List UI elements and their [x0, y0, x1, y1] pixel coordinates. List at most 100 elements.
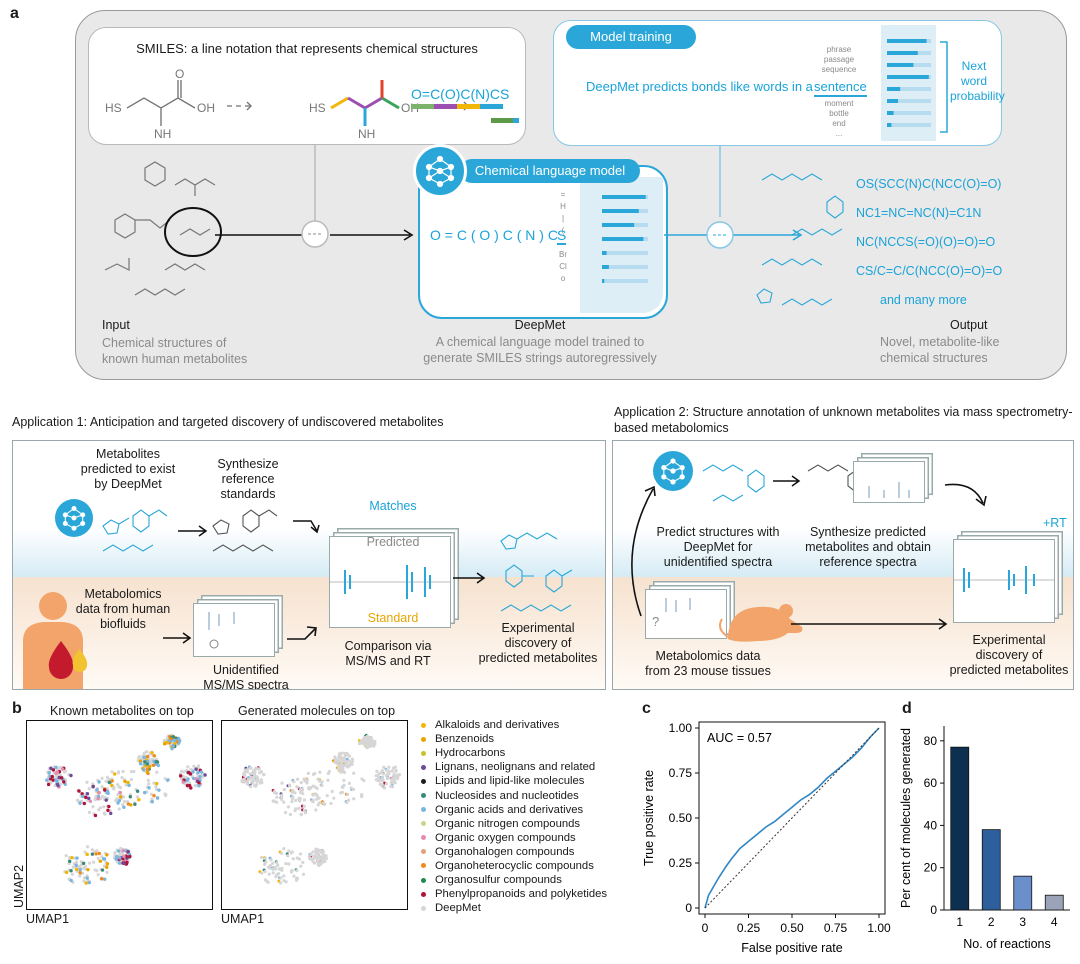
- umap-point-known: [84, 881, 88, 885]
- umap-point-deepmet: [100, 794, 104, 799]
- legend-item: Organic oxygen compounds: [421, 831, 641, 845]
- roc-ylabel: True positive rate: [642, 770, 656, 866]
- umap-point-deepmet: [359, 739, 363, 743]
- umap-point-known: [137, 798, 141, 802]
- umap-point-deepmet: [278, 881, 283, 885]
- umap-point-deepmet: [298, 852, 303, 856]
- legend-label: Lipids and lipid-like molecules: [435, 775, 585, 788]
- roc-auc-annotation: AUC = 0.57: [707, 731, 772, 745]
- deepmet-desc: A chemical language model trained to gen…: [423, 335, 657, 365]
- next-word-bar-bg: [887, 123, 931, 127]
- legend-swatch: [421, 793, 426, 799]
- umap-point-deepmet: [142, 752, 146, 756]
- umap-point-deepmet: [291, 857, 295, 861]
- umap-point-known: [105, 865, 109, 869]
- umap-point-deepmet: [312, 856, 316, 860]
- umap-point-deepmet: [342, 770, 347, 775]
- panel-a-label: a: [10, 5, 19, 22]
- umap-point-deepmet: [252, 778, 256, 783]
- clm-bar: [602, 251, 607, 255]
- sentence-prefix: DeepMet predicts bonds like words in a: [586, 79, 813, 94]
- input-caption: Input Chemical structures of known human…: [102, 318, 262, 367]
- umap-point-deepmet: [98, 797, 103, 801]
- umap-point-known: [185, 778, 190, 782]
- umap-point-known: [85, 876, 89, 880]
- umap-point-deepmet: [395, 773, 400, 777]
- umap-point-deepmet: [100, 776, 104, 780]
- umap-point-known: [97, 851, 101, 856]
- umap-point-known: [129, 803, 133, 807]
- umap-point-deepmet: [267, 872, 271, 876]
- umap-point-deepmet: [347, 759, 351, 763]
- output-desc: Novel, metabolite-like chemical structur…: [880, 335, 1000, 365]
- umap-point-deepmet: [262, 773, 266, 777]
- legend-label: Organic oxygen compounds: [435, 831, 576, 844]
- umap-point-deepmet: [339, 791, 343, 795]
- umap-point-deepmet: [100, 855, 104, 859]
- app2-metabolomics: Metabolomics data from 23 mouse tissues: [645, 649, 771, 678]
- words-below: moment bottle end ...: [824, 99, 854, 138]
- umap-point-deepmet: [103, 795, 107, 800]
- umap-point-deepmet: [91, 805, 95, 809]
- input-molecules: [104, 161, 222, 296]
- bar-xlabel: No. of reactions: [963, 937, 1051, 951]
- mol-nh2: NH: [154, 127, 171, 140]
- umap-point-known: [103, 877, 107, 881]
- umap-point-deepmet: [255, 775, 259, 779]
- app1-peach-band: [13, 577, 605, 689]
- deepmet-title: DeepMet: [514, 318, 566, 332]
- umap-point-deepmet: [271, 867, 275, 871]
- app2-match-spectra: [953, 539, 1055, 623]
- umap-point-deepmet: [129, 777, 133, 782]
- umap-point-deepmet: [91, 860, 96, 864]
- app1-arrow-to-discovery: [453, 572, 486, 584]
- umap-point-deepmet: [70, 872, 75, 876]
- umap-point-deepmet: [351, 787, 355, 792]
- umap-point-deepmet: [352, 771, 356, 775]
- umap-point-deepmet: [71, 865, 75, 869]
- app2-synthesize: Synthesize predicted metabolites and obt…: [805, 525, 931, 569]
- umap-point-deepmet: [254, 766, 258, 770]
- umap-point-deepmet: [282, 800, 286, 804]
- umap-point-deepmet: [282, 879, 286, 883]
- umap-point-deepmet: [386, 772, 390, 776]
- umap-point-deepmet: [277, 871, 281, 876]
- umap-point-known: [104, 798, 108, 802]
- app2-predict: Predict structures with DeepMet for unid…: [656, 525, 780, 569]
- umap-point-known: [59, 776, 64, 780]
- umap-point-known: [145, 759, 150, 764]
- bar-ylabel: Per cent of molecules generated: [899, 728, 913, 908]
- umap-point-deepmet: [360, 777, 364, 781]
- panel-c-label: c: [642, 700, 651, 717]
- umap-point-known: [147, 786, 151, 790]
- umap-point-deepmet: [343, 751, 347, 755]
- umap-point-deepmet: [330, 789, 334, 794]
- umap-point-deepmet: [252, 773, 257, 777]
- umap-point-deepmet: [63, 769, 68, 773]
- words-above: phrase passage sequence: [821, 45, 857, 74]
- umap-point-deepmet: [121, 769, 125, 774]
- umap-point-deepmet: [260, 781, 264, 785]
- umap-point-deepmet: [320, 783, 324, 788]
- umap-point-deepmet: [390, 769, 394, 773]
- panel-d-label: d: [902, 700, 912, 717]
- umap-point-deepmet: [292, 874, 296, 878]
- umap-left-points: [44, 733, 207, 885]
- next-word-bar: [887, 75, 929, 79]
- umap-point-deepmet: [297, 806, 301, 810]
- umap-point-deepmet: [286, 854, 290, 858]
- bar-2: [981, 829, 1001, 911]
- legend-item: Benzenoids: [421, 732, 641, 746]
- umap-point-known: [197, 784, 201, 788]
- mouse-icon: [719, 604, 803, 642]
- umap-point-deepmet: [316, 863, 320, 867]
- umap-point-known: [133, 802, 137, 806]
- umap-point-deepmet: [319, 849, 323, 853]
- umap-point-deepmet: [333, 760, 337, 764]
- umap-point-known: [128, 795, 133, 799]
- umap-left-plot: [26, 720, 213, 910]
- clm-bar: [602, 279, 605, 283]
- umap-point-deepmet: [288, 812, 293, 817]
- umap-point-known: [46, 782, 51, 787]
- app1-comparison-spectra: [329, 536, 451, 628]
